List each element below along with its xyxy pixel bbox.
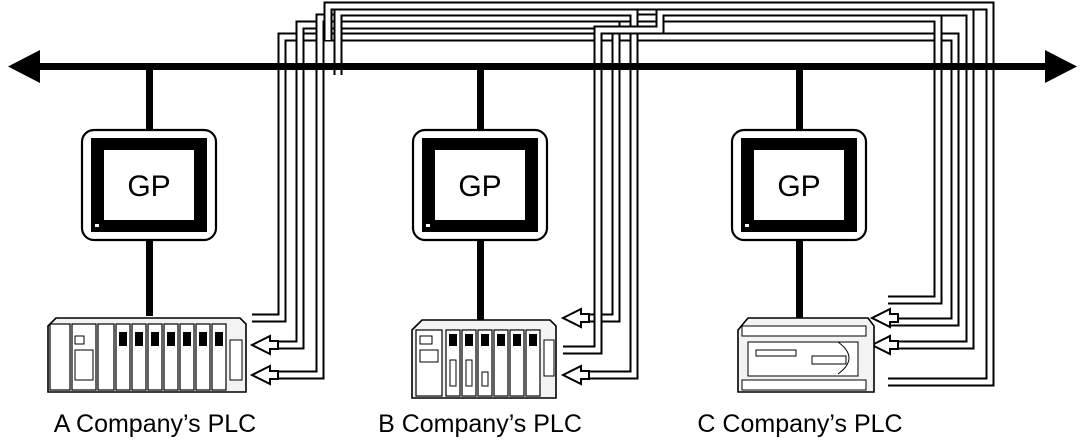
- drop-c-upper: [796, 66, 803, 132]
- drop-c-lower: [796, 238, 803, 320]
- gp-label-b: GP: [458, 170, 501, 203]
- network-bus: [8, 50, 1077, 83]
- plc-b-device: [411, 319, 557, 399]
- bus-arrow-right: [1045, 50, 1077, 83]
- drop-a-lower: [146, 238, 153, 316]
- connection-pipes: [252, 1, 995, 387]
- plc-label-b: B Company’s PLC: [378, 410, 582, 438]
- gp-panel-b: GP: [411, 128, 549, 242]
- gp-label-a: GP: [127, 170, 170, 203]
- plc-c-device: [737, 317, 875, 393]
- arrow-a-bottom: [249, 364, 279, 386]
- bus-arrow-left: [8, 50, 40, 83]
- drop-b-upper: [477, 66, 484, 132]
- plc-label-c: C Company’s PLC: [697, 410, 902, 438]
- gp-panel-a: GP: [80, 128, 218, 242]
- drop-a-upper: [146, 66, 153, 132]
- arrow-heads: [249, 307, 899, 386]
- bus-line: [30, 63, 1055, 70]
- arrow-b-bottom: [560, 364, 590, 386]
- drop-lines: [146, 66, 803, 320]
- drop-b-lower: [477, 238, 484, 320]
- gp-label-c: GP: [777, 170, 820, 203]
- plc-label-a: A Company’s PLC: [54, 410, 256, 438]
- gp-panel-c: GP: [730, 128, 868, 242]
- plc-a-device: [47, 317, 247, 393]
- arrow-a-middle: [249, 334, 279, 356]
- arrow-c-top: [869, 307, 899, 329]
- arrow-c-middle: [869, 334, 899, 356]
- arrow-b-top: [560, 307, 590, 329]
